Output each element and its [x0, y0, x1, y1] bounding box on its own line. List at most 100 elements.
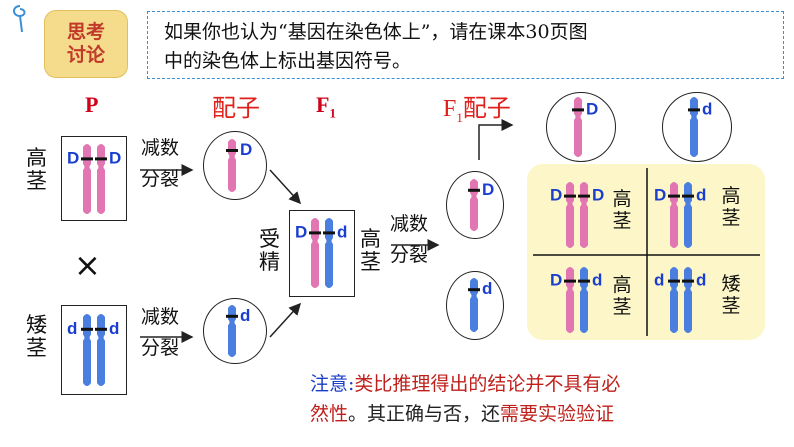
punnett-cell-3-trait: 高茎: [612, 274, 632, 318]
f1-gamete-top-left-allele: D: [586, 99, 598, 118]
arrow-gamete-bottom-to-f1: [269, 302, 302, 338]
header-p: P: [85, 92, 99, 117]
fertilization-label: 受 精: [259, 228, 283, 274]
gamete-top-chromosome: [226, 139, 238, 192]
gamete-bottom-chromosome: [226, 305, 238, 357]
gene-locus-band: [81, 157, 93, 161]
tall-trait-label: 高茎: [26, 146, 47, 193]
arrow-corner: [478, 119, 514, 160]
gene-locus-band: [564, 279, 576, 283]
gene-locus-band: [81, 327, 93, 331]
f1-gamete-top-right-allele: d: [702, 99, 712, 118]
arrow-gamete-top-to-f1: [269, 169, 302, 205]
meiosis-label-f1: 减数 分裂: [390, 212, 428, 268]
header-f1-gamete: F1配子: [443, 88, 511, 126]
meiosis-bottom-line1: 减数: [141, 306, 180, 328]
f1-gamete-left-top-chromosome: [468, 179, 480, 231]
gene-locus-band: [572, 108, 584, 112]
gene-locus-band: [564, 194, 576, 198]
gamete-top-allele: D: [240, 140, 252, 159]
parent-tall-allele-left: D: [67, 148, 79, 167]
punnett-cell-4-trait: 矮茎: [721, 273, 741, 317]
meiosis-bottom-line2: 分裂: [141, 337, 180, 359]
gene-locus-band: [323, 231, 335, 235]
gene-locus-band: [682, 279, 694, 283]
punnett-cell-3-allele-right: d: [592, 271, 602, 290]
f1-trait-label: 高茎: [360, 227, 381, 274]
parent-tall-chromosome-left: [81, 144, 93, 214]
punnett-cell-4-chromosome-left: [668, 267, 680, 333]
badge-label: 思考 讨论: [67, 21, 105, 67]
punnett-cell-1-allele-right: D: [592, 186, 604, 205]
punnett-cell-4-chromosome-right: [682, 267, 694, 333]
note-text1: 类比推理得出的结论并不具有必: [354, 373, 621, 395]
gene-locus-band: [668, 279, 680, 283]
meiosis-top-line1: 减数: [141, 137, 180, 159]
gene-locus-band: [682, 194, 694, 198]
prompt-line2: 中的染色体上标出基因符号。: [164, 50, 412, 72]
meiosis-label-bottom: 减数 分裂: [141, 305, 179, 361]
gene-locus-band: [226, 149, 238, 152]
f1-gamete-top-left-chromosome: [572, 97, 584, 157]
punnett-cell-2-allele-left: D: [654, 186, 666, 205]
f1-allele-right: d: [337, 222, 347, 241]
gene-locus-band: [578, 279, 590, 283]
punnett-cell-2-chromosome-right: [682, 182, 694, 248]
prompt-line1: 如果你也认为“基因在染色体上”，请在课本30页图: [164, 21, 588, 43]
parent-tall-allele-right: D: [109, 148, 121, 167]
pin-icon: [13, 5, 26, 33]
header-gamete: 配子: [212, 96, 260, 122]
f1-gamete-left-bottom-allele: d: [482, 279, 492, 298]
gene-locus-band: [668, 194, 680, 198]
meiosis-top-line2: 分裂: [141, 168, 180, 190]
parent-dwarf-allele-right: d: [109, 319, 119, 338]
prompt-box: 如果你也认为“基因在染色体上”，请在课本30页图 中的染色体上标出基因符号。: [147, 11, 784, 79]
punnett-cell-2-allele-right: d: [696, 186, 706, 205]
punnett-cell-4-allele-right: d: [696, 271, 706, 290]
think-discuss-badge: 思考 讨论: [44, 10, 128, 78]
punnett-cell-2-trait: 高茎: [721, 185, 741, 229]
punnett-cell-1-chromosome-left: [564, 182, 576, 248]
punnett-cell-1-chromosome-right: [578, 182, 590, 248]
f1-allele-left: D: [295, 222, 307, 241]
gene-locus-band: [688, 108, 700, 112]
header-f1-gamete-f: F: [443, 96, 457, 122]
meiosis-label-top: 减数 分裂: [141, 136, 179, 192]
f1-box: [289, 210, 355, 297]
parent-dwarf-box: [61, 305, 127, 395]
punnett-cell-1-trait: 高茎: [612, 188, 632, 232]
fertilization-line2: 精: [259, 250, 280, 274]
meiosis-f1-line1: 减数: [390, 213, 429, 235]
punnett-cell-3-chromosome-left: [564, 267, 576, 333]
header-f1-gamete-sub: 1: [456, 109, 463, 125]
f1-chromosome-right: [323, 218, 335, 288]
note-text2: 然性: [310, 403, 349, 425]
punnett-cell-2-chromosome-left: [668, 182, 680, 248]
parent-tall-chromosome-right: [95, 144, 107, 214]
parent-dwarf-chromosome-left: [81, 314, 93, 386]
gene-locus-band: [468, 188, 480, 192]
gene-locus-band: [226, 314, 238, 318]
punnett-cell-1-allele-left: D: [550, 186, 562, 205]
note-text3: 。其正确与否，还: [348, 403, 501, 425]
f1-gamete-top-right-chromosome: [688, 97, 700, 157]
gene-locus-band: [309, 231, 321, 235]
f1-gamete-left-top-allele: D: [482, 180, 494, 199]
parent-dwarf-allele-left: d: [67, 319, 77, 338]
meiosis-f1-line2: 分裂: [390, 244, 429, 266]
cross-symbol: ×: [74, 246, 101, 284]
gene-locus-band: [95, 327, 107, 331]
badge-line2: 讨论: [66, 44, 105, 66]
gamete-bottom-allele: d: [240, 306, 250, 325]
gene-locus-band: [468, 288, 480, 292]
note: 注意:类比推理得出的结论并不具有必 然性。其正确与否，还需要实验验证: [310, 369, 770, 429]
header-f1: F1: [316, 92, 336, 121]
note-text4: 需要实验验证: [500, 403, 615, 425]
punnett-cell-3-chromosome-right: [578, 267, 590, 333]
badge-line1: 思考: [66, 21, 105, 43]
punnett-cell-4-allele-left: d: [654, 271, 664, 290]
dwarf-trait-label: 矮茎: [26, 313, 47, 360]
f1-chromosome-left: [309, 218, 321, 288]
